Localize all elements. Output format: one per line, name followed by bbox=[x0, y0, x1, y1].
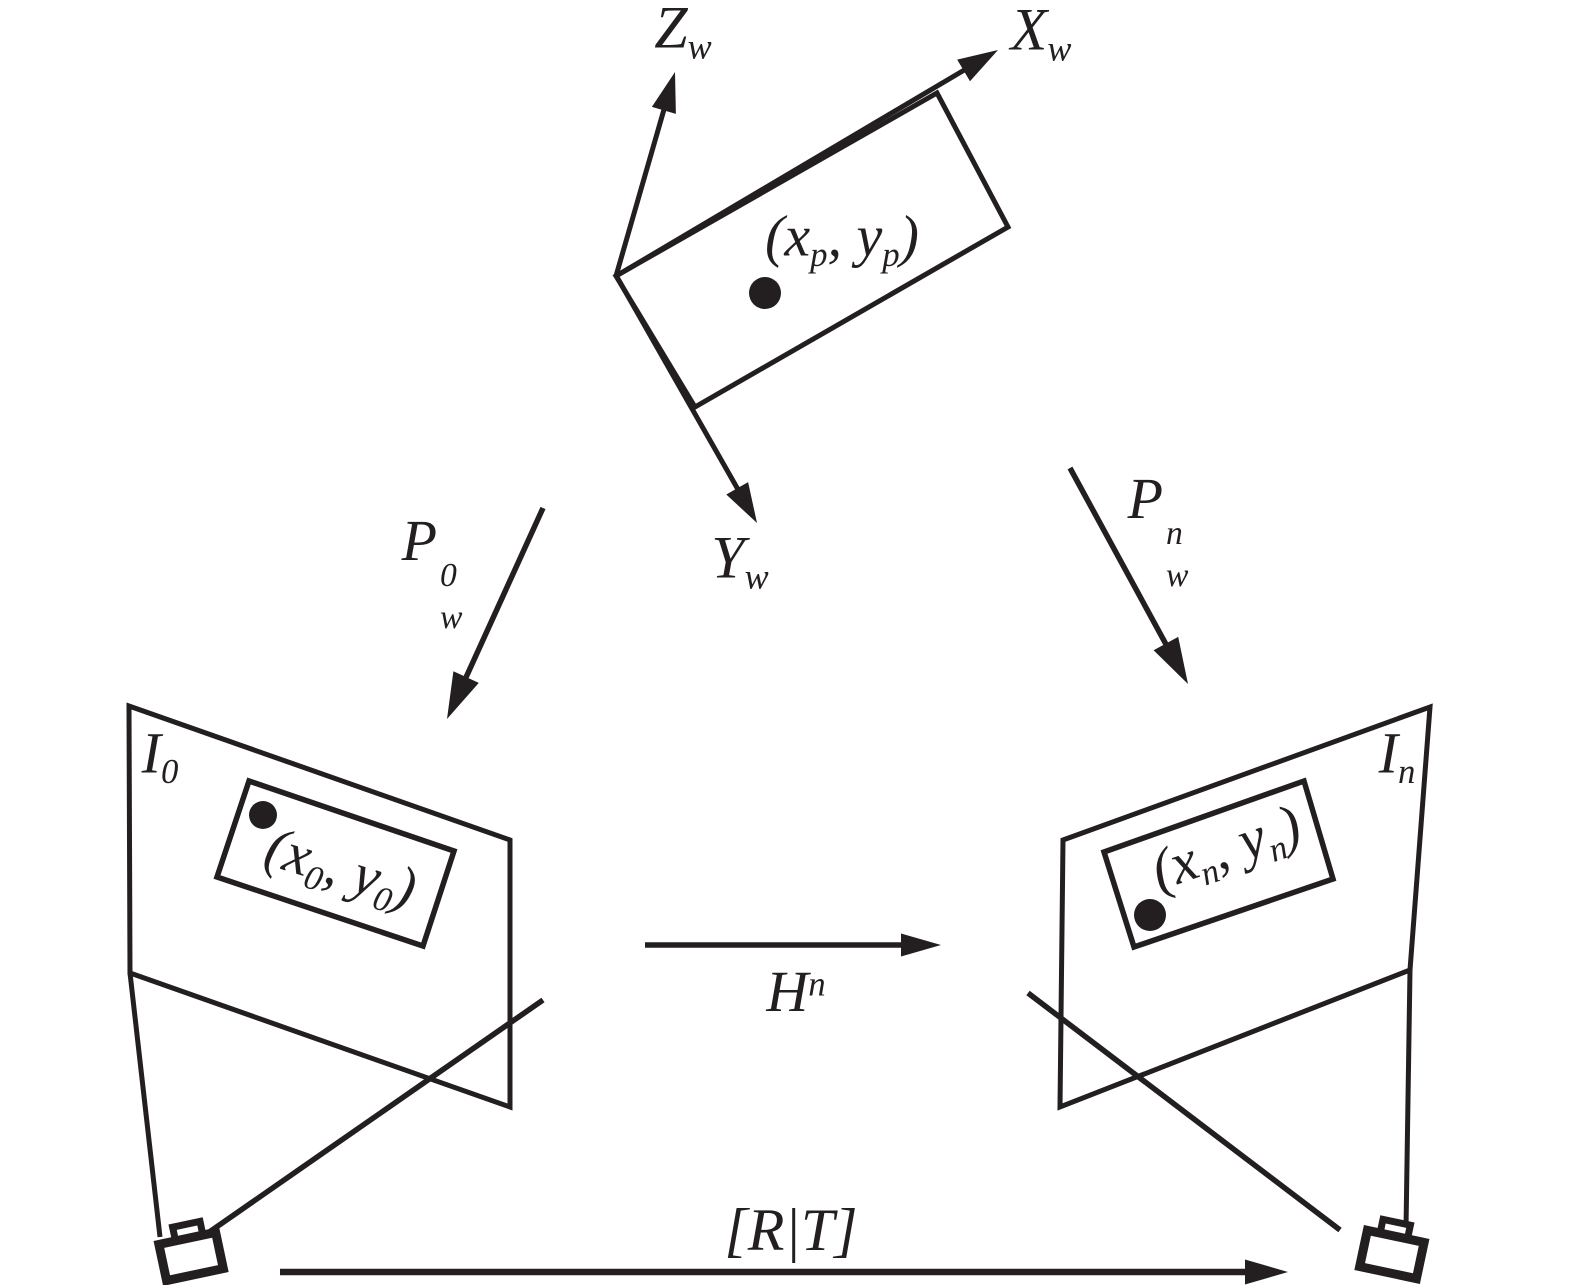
image-left-name-label: I0 bbox=[141, 720, 179, 791]
z-axis-label: Zw bbox=[654, 0, 712, 67]
image-plane-left bbox=[126, 702, 513, 1111]
camera-icon-left bbox=[153, 1217, 229, 1285]
projection-arrow-right-head bbox=[1153, 636, 1188, 684]
projection-arrow-left-head bbox=[447, 671, 479, 719]
y-axis-label: Yw bbox=[711, 524, 769, 597]
y-axis bbox=[614, 275, 743, 495]
world-point-label: (xp, yp) bbox=[765, 203, 919, 274]
image-right-name-label: In bbox=[1378, 720, 1416, 791]
homography-arrow-head bbox=[901, 933, 941, 957]
frustum-line-left-a bbox=[127, 972, 163, 1238]
extrinsics-label: [R|T] bbox=[724, 1197, 858, 1263]
image-point-dot-right bbox=[1134, 899, 1166, 931]
image-rect-left bbox=[213, 777, 458, 950]
projection-arrow-right bbox=[1067, 466, 1171, 650]
projection-arrow-left bbox=[460, 506, 546, 686]
x-axis-label: Xw bbox=[1010, 0, 1072, 69]
image-rect-right bbox=[1100, 777, 1337, 951]
world-point-dot bbox=[749, 277, 781, 309]
extrinsics-arrow-head bbox=[1245, 1259, 1288, 1285]
y-axis-arrowhead bbox=[726, 482, 757, 523]
frustum-line-right-a bbox=[1403, 969, 1413, 1229]
z-axis bbox=[613, 105, 668, 277]
x-axis bbox=[614, 66, 968, 279]
x-axis-arrowhead bbox=[957, 50, 998, 82]
frustum-line-left-b bbox=[203, 997, 545, 1238]
camera-icon-right bbox=[1354, 1215, 1430, 1284]
frustum-line-right-b bbox=[1026, 990, 1342, 1233]
z-axis-arrowhead bbox=[651, 72, 676, 114]
image-point-dot-left bbox=[249, 801, 277, 829]
homography-label: Hn bbox=[766, 959, 826, 1024]
